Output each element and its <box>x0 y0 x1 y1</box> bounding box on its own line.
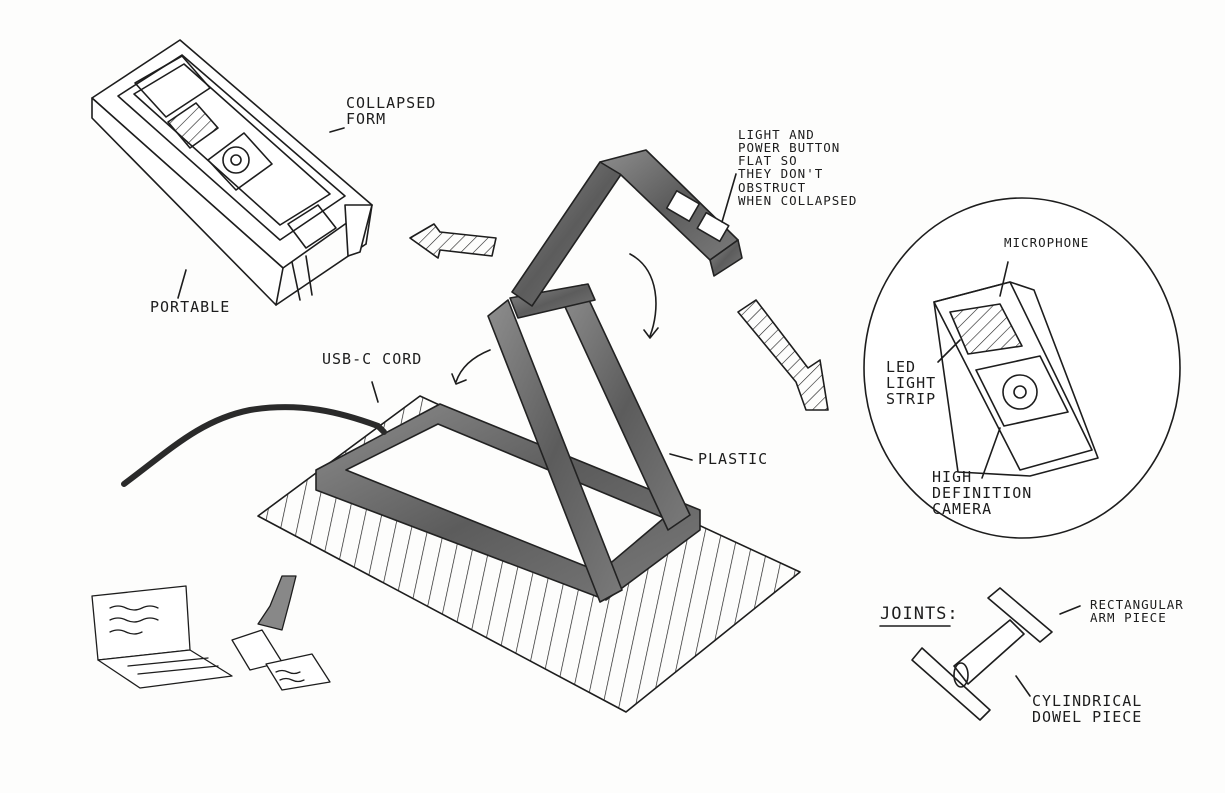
led-light-strip-label: LED LIGHT STRIP <box>886 358 937 408</box>
rotate-arrow-left <box>409 223 497 259</box>
detail-circle <box>863 197 1181 539</box>
camera-stand <box>315 149 743 603</box>
hd-camera-label: HIGH DEFINITION CAMERA <box>932 468 1033 518</box>
zoom-arrow-right <box>737 299 829 411</box>
collapsed-form-label: COLLAPSED FORM <box>346 94 437 128</box>
joint-detail <box>879 587 1081 721</box>
usb-c-cord <box>121 404 387 487</box>
collapsed-form-device <box>91 39 373 306</box>
joints-label: JOINTS: <box>880 604 959 624</box>
cylindrical-dowel-label: CYLINDRICAL DOWEL PIECE <box>1032 692 1143 726</box>
laptop-scene <box>91 575 331 691</box>
portable-label: PORTABLE <box>150 298 231 316</box>
light-power-button-label: LIGHT AND POWER BUTTON FLAT SO THEY DON'… <box>738 127 858 208</box>
microphone-label: MICROPHONE <box>1004 235 1090 250</box>
usb-c-cord-label: USB-C CORD <box>322 350 423 368</box>
plastic-label: PLASTIC <box>698 450 769 468</box>
rectangular-arm-label: RECTANGULAR ARM PIECE <box>1090 597 1184 626</box>
